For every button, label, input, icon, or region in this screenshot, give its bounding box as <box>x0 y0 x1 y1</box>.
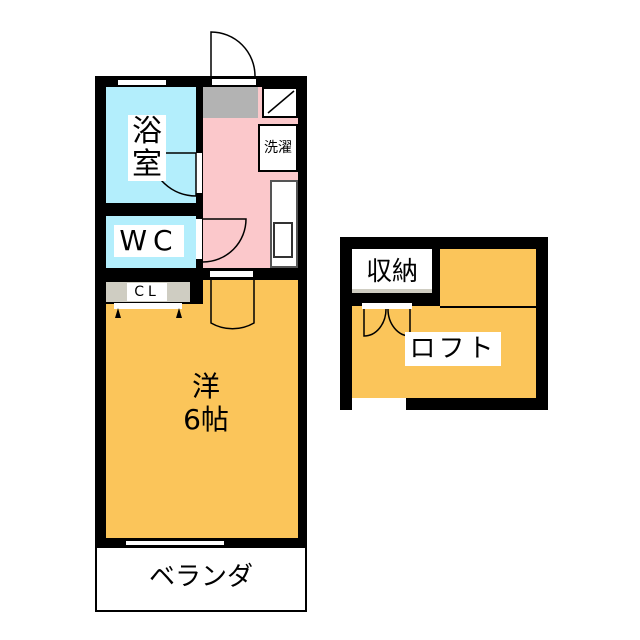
balcony-label: ベランダ <box>148 562 253 592</box>
washer-diagonal <box>267 90 295 114</box>
room-door-opening <box>210 271 253 277</box>
wc-label: WC <box>114 225 184 257</box>
storage-door-swing <box>363 308 411 337</box>
storage-label: 収納 <box>356 257 428 287</box>
storage-door <box>362 303 412 309</box>
stove <box>273 222 293 258</box>
entrance-door-swing <box>210 31 256 77</box>
bath-door-opening <box>196 153 202 193</box>
room-door-swing <box>210 280 255 330</box>
closet-label: CL <box>127 283 167 301</box>
bath-label: 浴室 <box>128 115 166 181</box>
laundry-label: 洗濯 <box>261 139 295 157</box>
balcony <box>95 548 307 612</box>
entrance-opening <box>212 79 256 85</box>
wc-door-opening <box>196 219 202 259</box>
western-room-entry <box>203 280 298 310</box>
window <box>118 80 166 85</box>
closet-door-markers <box>115 308 182 318</box>
bath-label-line2: 室 <box>132 147 162 182</box>
loft-opening <box>352 398 406 410</box>
closet-door <box>114 303 182 309</box>
balcony-window <box>125 540 225 546</box>
loft-label: ロフト <box>405 332 501 366</box>
western-label-line1: 洋 <box>191 370 220 403</box>
entrance <box>203 87 258 118</box>
wc-door-swing <box>202 218 247 263</box>
loft-divider-line <box>440 306 536 308</box>
western-label-line2: 6帖 <box>183 403 229 436</box>
bath-label-line1: 浴 <box>132 114 162 149</box>
